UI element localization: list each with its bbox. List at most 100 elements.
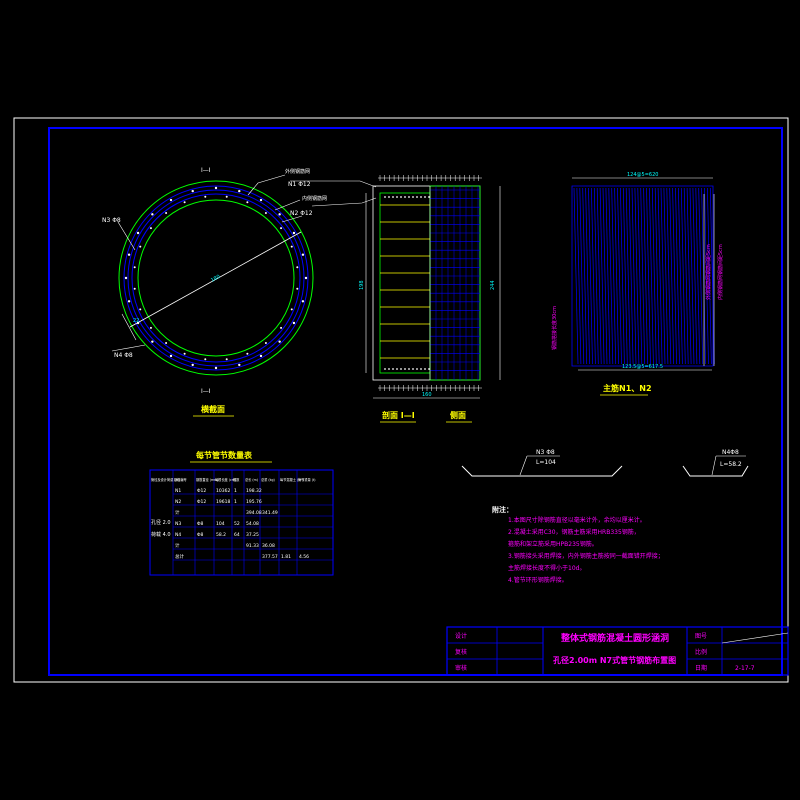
table-cell: 58.2: [216, 532, 226, 538]
rebar-line: [666, 187, 672, 365]
table-spec-diameter: 孔径 2.0: [151, 519, 171, 526]
rebar-dot: [214, 366, 218, 370]
rebar-dot: [396, 368, 398, 370]
note-5: 主筋焊接长度不得小于10d。: [508, 564, 585, 572]
rebar-dot: [388, 196, 390, 198]
dim-expanded-top: 124@5=620: [627, 172, 658, 178]
elevation-title: 剖面 I—I: [382, 410, 415, 420]
rebar-dot: [165, 342, 168, 345]
tb-drawing-no: 2-17-7: [735, 665, 755, 672]
rebar-dot: [296, 287, 299, 290]
label-n1: N1 Φ12: [288, 181, 311, 188]
tb-scale-label: 比例: [695, 648, 707, 656]
rebar-dot: [424, 368, 426, 370]
rebar-dot: [238, 363, 241, 367]
rebar-dot: [428, 196, 430, 198]
table-cell: 104: [216, 521, 225, 527]
rebar-dot: [420, 196, 422, 198]
rebar-line: [585, 187, 590, 365]
rebar-dot: [133, 287, 136, 290]
note-lap-length: 钢筋搭接长度30cm: [551, 306, 558, 350]
tb-checker: 复核: [455, 648, 467, 656]
rebar-dot: [139, 245, 142, 248]
rebar-dot: [384, 196, 386, 198]
rebar-dot: [151, 340, 154, 343]
note-inner-spacing: 内侧钢筋网钢筋间距5cm: [717, 244, 724, 300]
rebar-dot: [151, 213, 154, 216]
table-cell: Φ8: [197, 521, 204, 527]
rebar-line: [599, 187, 605, 365]
n4-label: N4Φ8: [722, 449, 739, 456]
table-cell: 52: [234, 521, 240, 527]
rebar-dot: [304, 276, 308, 280]
rebar-line: [608, 187, 614, 365]
elevation-view: 198 244 160 剖面 I—I 侧面: [359, 175, 501, 423]
rebar-dot: [396, 196, 398, 198]
rebar-dot: [246, 201, 249, 204]
rebar-dot: [264, 342, 267, 345]
rebar-dot: [416, 196, 418, 198]
n3-detail: N3 Φ8 L=104: [461, 449, 623, 477]
expanded-rebars: [573, 187, 715, 365]
rebar-dot: [259, 198, 263, 202]
rebar-dot: [183, 201, 186, 204]
table-cell: 394.08: [246, 510, 262, 516]
table-cell: Φ12: [197, 499, 206, 505]
rebar-dot: [169, 354, 173, 358]
rebar-line: [704, 187, 709, 365]
rebar-line: [654, 187, 660, 365]
rebar-dot: [264, 211, 267, 214]
notes-heading: 附注：: [492, 505, 513, 514]
table-spec-load: 荷载 4.0: [151, 531, 171, 538]
rebar-line: [588, 187, 593, 365]
rebar-dot: [139, 308, 142, 311]
table-cell: N1: [175, 488, 181, 494]
rebar-dot: [238, 189, 241, 193]
rebar-dot: [408, 368, 410, 370]
rebar-dot: [191, 363, 194, 367]
table-header-cell: 管节重量 (t): [298, 477, 316, 482]
rebar-line: [602, 187, 608, 365]
rebar-dot: [191, 189, 194, 193]
rebar-line: [576, 187, 582, 365]
table-cell: 总计: [175, 553, 184, 560]
notes-block: 附注： 1.本图尺寸除钢筋直径以毫米计外，余均以厘米计。 2.混凝土采用C30，…: [492, 505, 664, 584]
rebar-dot: [292, 321, 296, 325]
rebar-line: [689, 187, 695, 365]
rebar-line: [631, 187, 637, 365]
table-cell: 64: [234, 532, 240, 538]
expanded-view: 124@5=620 123.5@5=617.5 外侧钢筋网钢筋间距5cm 内侧钢…: [551, 172, 724, 396]
rebar-line: [663, 187, 669, 365]
dim-expanded-bottom: 123.5@5=617.5: [622, 364, 663, 370]
table-cell: 4.56: [299, 554, 309, 560]
rebar-dot: [420, 368, 422, 370]
n4-length: L=58.2: [720, 461, 742, 468]
rebar-line: [617, 187, 622, 365]
rebar-dot: [388, 368, 390, 370]
dim-height: 198: [359, 280, 365, 290]
tb-sub-title: 孔径2.00m N7式管节钢筋布置图: [553, 655, 676, 665]
rebar-dot: [169, 198, 173, 202]
elevation-dimension-ticks: [379, 175, 479, 391]
side-title: 侧面: [450, 410, 466, 420]
table-cell: 37.25: [246, 532, 259, 538]
table-cell: N2: [175, 499, 181, 505]
table-header-cell: 管径及设计荷载 (m): [151, 477, 180, 482]
dim-height-total: 244: [490, 280, 496, 290]
rebar-dot: [301, 300, 305, 303]
rebar-dot: [296, 266, 299, 269]
rebar-dot: [246, 352, 249, 355]
rebar-dot: [404, 196, 406, 198]
rebar-dot: [259, 354, 263, 358]
rebar-line: [678, 187, 683, 365]
inner-frame: [48, 127, 783, 676]
rebar-line: [582, 187, 588, 365]
dim-diameter: 180: [210, 274, 221, 284]
table-cell: 377.57: [262, 554, 278, 560]
rebar-dot: [127, 253, 131, 256]
rebar-dot: [225, 358, 228, 361]
rebar-dot: [416, 368, 418, 370]
rebar-line: [672, 187, 677, 365]
rebar-line: [657, 187, 663, 365]
